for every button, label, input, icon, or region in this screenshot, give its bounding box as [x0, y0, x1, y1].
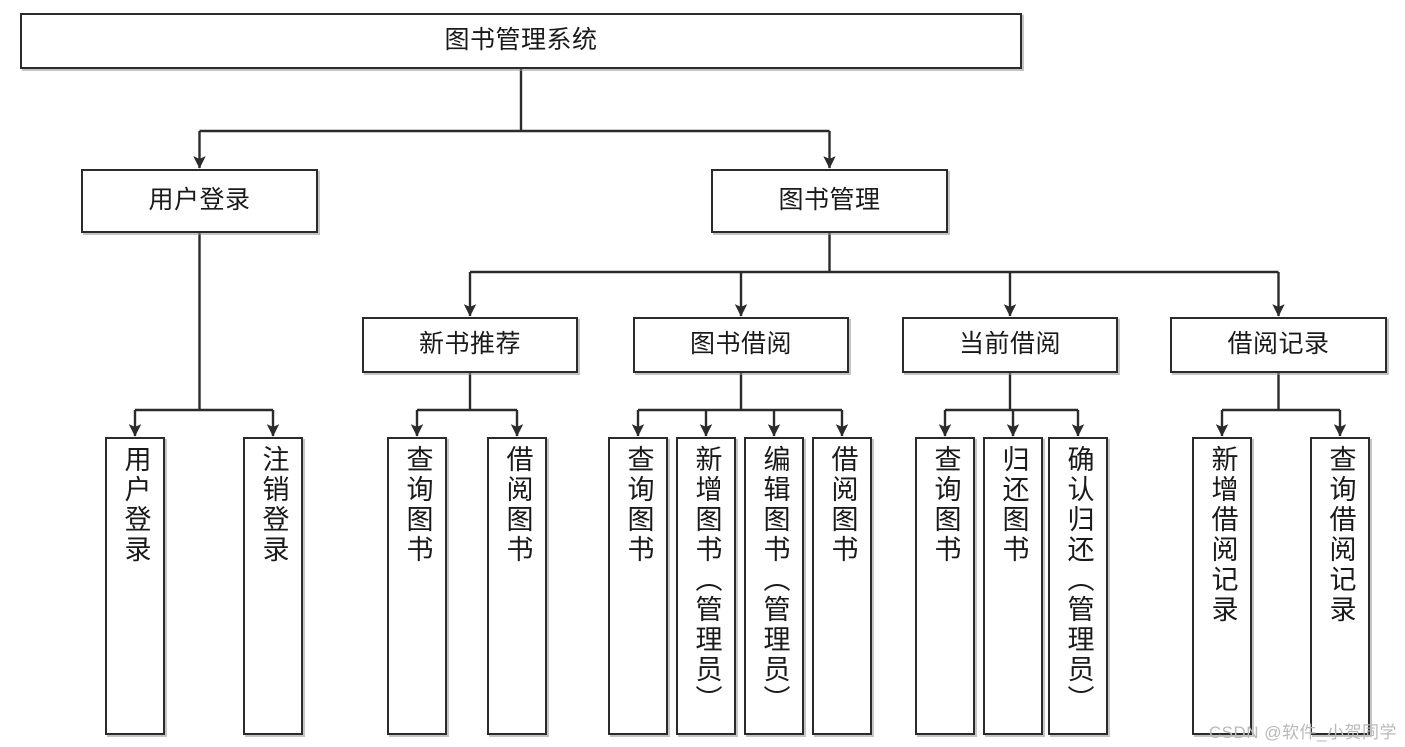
- node-newbook: 新书推荐: [362, 317, 578, 373]
- node-label: 新书推荐: [418, 330, 521, 359]
- node-root: 图书管理系统: [20, 13, 1022, 69]
- node-l2: 注销登录: [243, 437, 303, 735]
- node-current: 当前借阅: [902, 317, 1118, 373]
- node-l4: 借阅图书: [487, 437, 547, 735]
- node-label: 归还图书: [998, 445, 1029, 565]
- node-l6: 新增图书（管理员）: [676, 437, 736, 735]
- node-l9: 查询图书: [915, 437, 975, 735]
- node-login: 用户登录: [81, 169, 318, 233]
- node-l1: 用户登录: [105, 437, 165, 735]
- node-label: 查询图书: [623, 445, 654, 565]
- node-label: 查询借阅记录: [1325, 445, 1356, 625]
- node-label: 图书管理系统: [444, 26, 598, 55]
- node-l8: 借阅图书: [812, 437, 872, 735]
- node-label: 图书借阅: [689, 330, 792, 359]
- node-l5: 查询图书: [608, 437, 668, 735]
- node-l12: 新增借阅记录: [1192, 437, 1252, 735]
- node-label: 查询图书: [930, 445, 961, 565]
- node-records: 借阅记录: [1170, 317, 1387, 373]
- node-label: 借阅图书: [502, 445, 533, 565]
- node-label: 新增图书（管理员）: [691, 445, 722, 715]
- node-label: 用户登录: [120, 445, 151, 565]
- node-label: 确认归还（管理员）: [1063, 445, 1094, 715]
- node-label: 注销登录: [258, 445, 289, 565]
- node-l13: 查询借阅记录: [1310, 437, 1370, 735]
- node-l11: 确认归还（管理员）: [1048, 437, 1108, 735]
- node-label: 当前借阅: [958, 330, 1061, 359]
- node-borrow: 图书借阅: [633, 317, 849, 373]
- node-label: 查询图书: [402, 445, 433, 565]
- node-label: 借阅图书: [827, 445, 858, 565]
- node-label: 用户登录: [148, 186, 251, 215]
- node-l7: 编辑图书（管理员）: [744, 437, 804, 735]
- csdn-watermark: CSDN @软件_小贺同学: [1208, 723, 1397, 742]
- node-bookmgmt: 图书管理: [711, 169, 948, 233]
- node-label: 借阅记录: [1227, 330, 1330, 359]
- node-l3: 查询图书: [387, 437, 447, 735]
- node-label: 新增借阅记录: [1207, 445, 1238, 625]
- node-label: 编辑图书（管理员）: [759, 445, 790, 715]
- node-label: 图书管理: [778, 186, 881, 215]
- node-l10: 归还图书: [983, 437, 1043, 735]
